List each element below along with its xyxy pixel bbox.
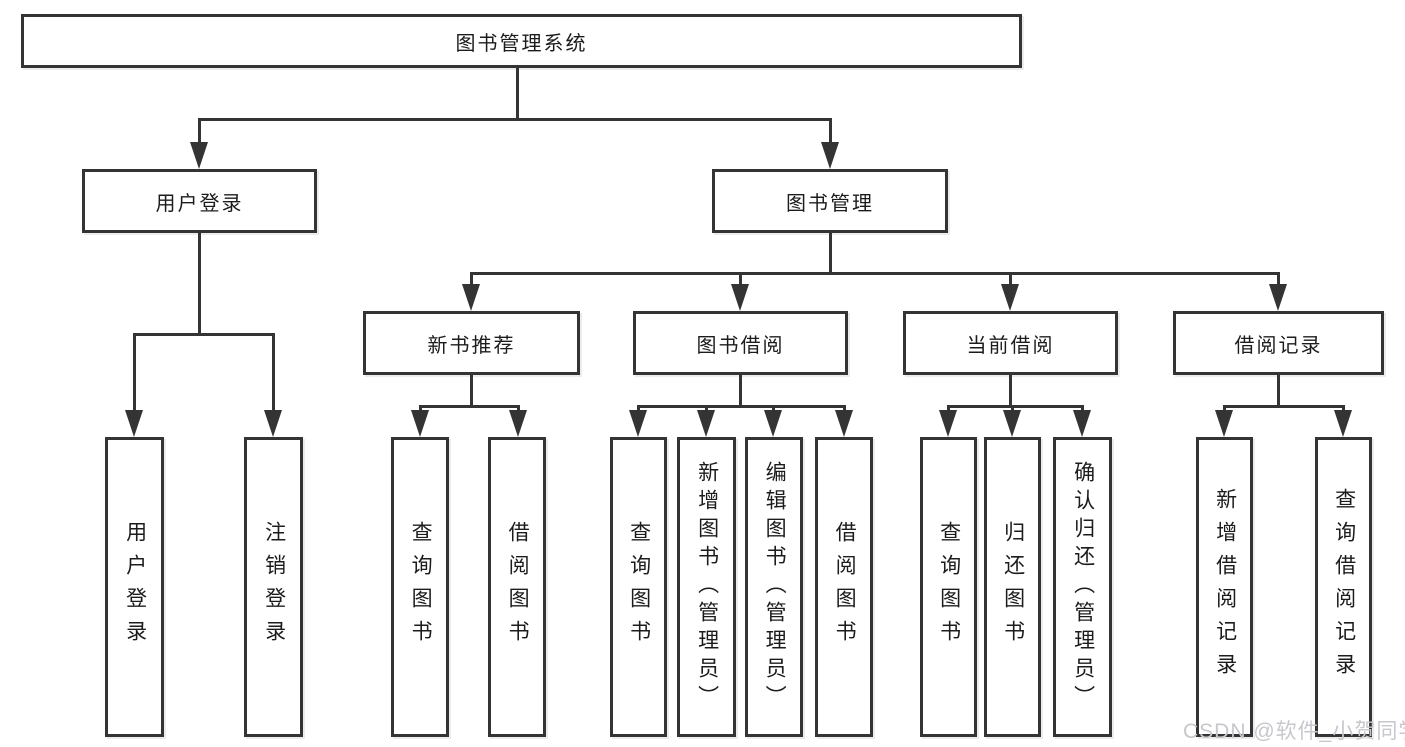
connector-line <box>637 405 640 414</box>
csdn-watermark: CSDN @软件_小贺同学 <box>1183 720 1405 743</box>
leaf-add-books-admin: 新增图书（管理员） <box>677 437 736 737</box>
node-label: 借阅图书 <box>506 521 530 653</box>
connector-line <box>637 405 846 408</box>
arrow-down-icon <box>764 410 782 437</box>
arrow-down-icon <box>835 410 853 437</box>
arrow-down-icon <box>1269 284 1287 311</box>
node-label: 图书管理 <box>786 192 874 215</box>
node-label: 用户登录 <box>123 521 147 653</box>
connector-line <box>470 272 1280 275</box>
node-label: 借阅图书 <box>833 521 857 653</box>
arrow-down-icon <box>125 410 143 437</box>
connector-line <box>1223 405 1345 408</box>
node-library-management-system: 图书管理系统 <box>21 14 1022 68</box>
connector-line <box>198 233 201 336</box>
connector-line <box>419 405 422 414</box>
connector-line <box>1009 272 1012 286</box>
leaf-query-books-recommend: 查询图书 <box>391 437 449 737</box>
node-label: 确认归还（管理员） <box>1071 461 1095 713</box>
node-label: 新增借阅记录 <box>1213 488 1237 686</box>
arrow-down-icon <box>1003 410 1021 437</box>
connector-line <box>947 405 1084 408</box>
arrow-down-icon <box>462 284 480 311</box>
connector-line <box>1223 405 1226 414</box>
leaf-edit-books-admin: 编辑图书（管理员） <box>745 437 803 737</box>
connector-line <box>739 272 742 286</box>
node-label: 查询图书 <box>627 521 651 653</box>
node-label: 查询图书 <box>409 521 433 653</box>
arrow-down-icon <box>731 284 749 311</box>
connector-line <box>198 118 201 145</box>
node-label: 编辑图书（管理员） <box>763 461 787 713</box>
leaf-query-books-current: 查询图书 <box>920 437 977 737</box>
node-new-book-recommendation: 新书推荐 <box>363 311 580 375</box>
node-book-borrowing: 图书借阅 <box>633 311 848 375</box>
connector-line <box>772 405 775 414</box>
node-label: 查询借阅记录 <box>1332 488 1356 686</box>
connector-line <box>739 375 742 408</box>
node-label: 图书管理系统 <box>455 32 588 55</box>
arrow-down-icon <box>509 410 527 437</box>
connector-line <box>1011 405 1014 414</box>
leaf-borrow-books: 借阅图书 <box>815 437 873 737</box>
arrow-down-icon <box>411 410 429 437</box>
node-label: 当前借阅 <box>966 334 1055 357</box>
leaf-user-login: 用户登录 <box>105 437 164 737</box>
leaf-borrow-books-recommend: 借阅图书 <box>488 437 546 737</box>
connector-line <box>947 405 950 414</box>
connector-line <box>198 118 832 121</box>
leaf-logout: 注销登录 <box>244 437 303 737</box>
arrow-down-icon <box>1001 284 1019 311</box>
node-label: 归还图书 <box>1001 521 1025 653</box>
connector-line <box>470 272 473 286</box>
arrow-down-icon <box>821 142 839 169</box>
connector-line <box>843 405 846 414</box>
arrow-down-icon <box>697 410 715 437</box>
node-label: 查询图书 <box>937 521 961 653</box>
connector-line <box>705 405 708 414</box>
node-label: 图书借阅 <box>696 334 785 357</box>
connector-line <box>1081 405 1084 414</box>
connector-line <box>1009 375 1012 408</box>
arrow-down-icon <box>264 410 282 437</box>
leaf-add-borrow-record: 新增借阅记录 <box>1196 437 1253 737</box>
connector-line <box>419 405 520 408</box>
connector-line <box>829 233 832 275</box>
node-label: 用户登录 <box>155 192 244 215</box>
connector-line <box>516 68 519 118</box>
leaf-return-books: 归还图书 <box>984 437 1041 737</box>
connector-line <box>517 405 520 414</box>
arrow-down-icon <box>939 410 957 437</box>
node-label: 借阅记录 <box>1234 334 1323 357</box>
node-book-management: 图书管理 <box>712 169 948 233</box>
arrow-down-icon <box>629 410 647 437</box>
connector-line <box>133 333 136 412</box>
leaf-confirm-return-admin: 确认归还（管理员） <box>1053 437 1112 737</box>
arrow-down-icon <box>1073 410 1091 437</box>
node-current-borrowing: 当前借阅 <box>903 311 1118 375</box>
connector-line <box>1277 375 1280 408</box>
arrow-down-icon <box>1334 410 1352 437</box>
node-user-login: 用户登录 <box>82 169 317 233</box>
connector-line <box>272 333 275 412</box>
connector-line <box>1342 405 1345 414</box>
node-label: 新书推荐 <box>427 334 516 357</box>
connector-line <box>133 333 275 336</box>
arrow-down-icon <box>190 142 208 169</box>
leaf-query-books-borrowing: 查询图书 <box>610 437 667 737</box>
node-label: 新增图书（管理员） <box>695 461 719 713</box>
arrow-down-icon <box>1215 410 1233 437</box>
node-borrowing-records: 借阅记录 <box>1173 311 1384 375</box>
connector-line <box>1277 272 1280 286</box>
connector-line <box>829 118 832 145</box>
leaf-query-borrow-record: 查询借阅记录 <box>1315 437 1372 737</box>
connector-line <box>470 375 473 408</box>
node-label: 注销登录 <box>262 521 286 653</box>
